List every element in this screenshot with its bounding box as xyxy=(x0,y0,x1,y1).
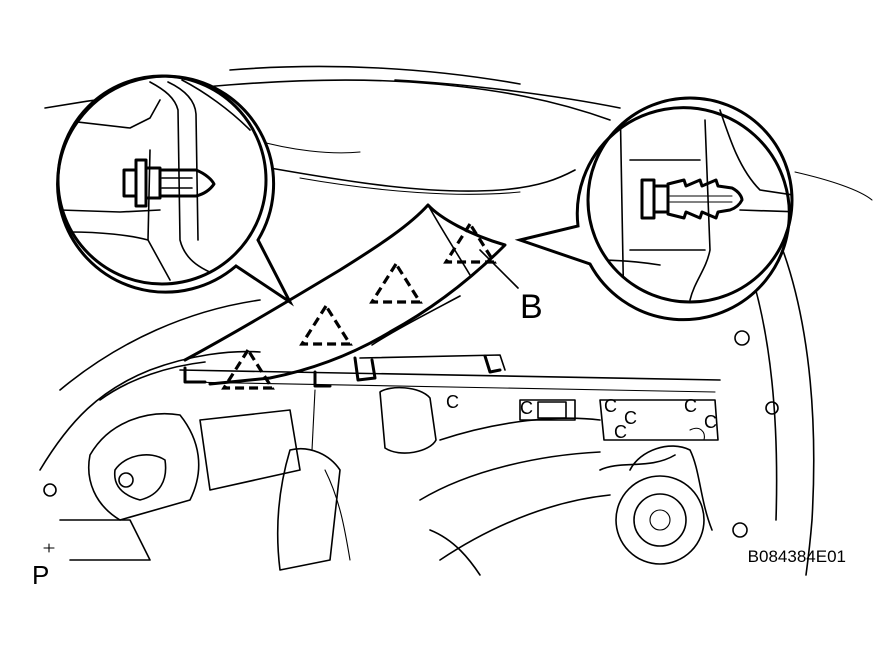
corner-mark-tick xyxy=(43,543,55,553)
door-body-outline xyxy=(39,65,873,576)
door-trim-upper-panel xyxy=(183,203,507,386)
callout-b-leader xyxy=(479,249,519,289)
figure-code: B084384E01 xyxy=(748,547,846,566)
c-mark-7: C xyxy=(614,422,627,442)
panel-c-marks: C C C C C C C xyxy=(446,392,717,442)
corner-mark: P xyxy=(32,560,49,590)
clip-markers xyxy=(221,221,497,390)
c-mark-3: C xyxy=(604,396,617,416)
zoom-bubble-left xyxy=(56,74,294,307)
clip-marker-2 xyxy=(299,303,353,346)
c-mark-4: C xyxy=(624,408,637,428)
c-mark-2: C xyxy=(520,398,533,418)
clip-marker-1 xyxy=(221,347,275,390)
c-mark-6: C xyxy=(704,412,717,432)
clip-marker-4 xyxy=(443,221,497,264)
c-mark-1: C xyxy=(446,392,459,412)
zoom-bubble-right xyxy=(514,96,794,322)
clip-marker-3 xyxy=(369,261,423,304)
c-mark-5: C xyxy=(684,396,697,416)
callout-b-label: B xyxy=(520,288,543,326)
